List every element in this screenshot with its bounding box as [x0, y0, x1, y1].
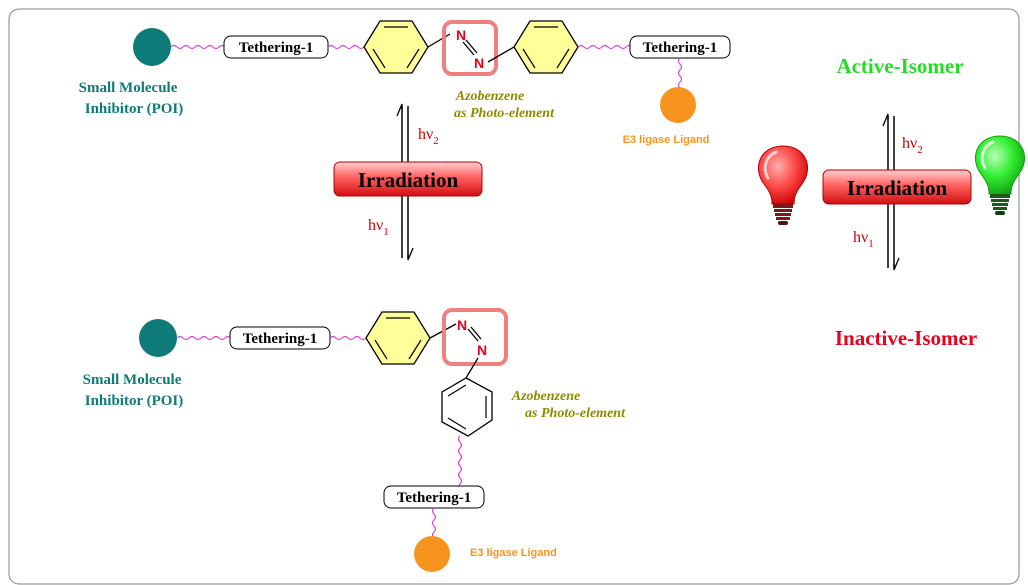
tether-label: Tethering-1 [243, 331, 317, 347]
azo-caption: Azobenzene [511, 389, 580, 404]
tether-label: Tethering-1 [397, 490, 471, 506]
left-equilibrium: hν2 Irradiation hν1 [333, 103, 483, 261]
right-legend: Active-Isomer hν2 Irradiation hν1 [757, 54, 1026, 350]
benzene-ring [363, 20, 429, 74]
irradiation-button[interactable] [333, 161, 483, 197]
tether-label: Tethering-1 [643, 40, 717, 56]
red-lightbulb-icon [757, 145, 809, 225]
linker-wavy [327, 44, 365, 50]
hv1-label: hν1 [853, 229, 874, 250]
inhibitor-ball [139, 319, 177, 357]
azo-n1: N [457, 317, 467, 333]
inhibitor-label: Small Molecule [83, 372, 182, 388]
linker-wavy [170, 44, 226, 50]
inhibitor-label: Inhibitor (POI) [85, 393, 184, 409]
tether-label: Tethering-1 [239, 40, 313, 56]
hv2-label: hν2 [902, 135, 923, 156]
e3-ligand-label: E3 ligase Ligand [623, 134, 710, 146]
bottom-bent-isomer: Tethering-1 N N Tethering-1 E3 ligase Li… [83, 308, 626, 572]
inhibitor-label: Small Molecule [79, 80, 178, 96]
irradiation-label: Irradiation [847, 176, 948, 200]
azo-n1: N [456, 27, 466, 43]
linker-wavy [329, 335, 367, 341]
e3-ligand-ball [414, 536, 450, 572]
benzene-ring [513, 20, 579, 74]
azo-n2: N [477, 342, 487, 358]
linker-wavy [176, 335, 232, 341]
benzene-ring [365, 311, 431, 365]
linker-wavy [677, 57, 683, 89]
azo-caption: as Photo-element [454, 106, 555, 121]
azo-caption: as Photo-element [525, 406, 626, 421]
azo-caption: Azobenzene [455, 89, 524, 104]
azo-n2: N [474, 55, 484, 71]
azo-highlight-box [442, 20, 498, 76]
hv2-label: hν2 [418, 126, 439, 147]
green-lightbulb-icon [974, 135, 1026, 215]
irradiation-button[interactable] [822, 169, 972, 205]
linker-wavy [431, 507, 437, 539]
linker-wavy [577, 44, 633, 50]
e3-ligand-label: E3 ligase Ligand [470, 547, 557, 559]
e3-ligand-ball [660, 87, 696, 123]
benzene-ring [441, 377, 493, 437]
top-linear-isomer: Tethering-1 N N Tethering-1 E3 ligase Li… [79, 20, 731, 146]
hv1-label: hν1 [368, 217, 389, 238]
linker-wavy [457, 435, 463, 491]
inactive-isomer-label: Inactive-Isomer [835, 326, 977, 350]
inhibitor-label: Inhibitor (POI) [85, 101, 184, 117]
active-isomer-label: Active-Isomer [836, 54, 963, 78]
inhibitor-ball [133, 28, 171, 66]
figure-border [8, 8, 1020, 585]
irradiation-label: Irradiation [358, 168, 459, 192]
